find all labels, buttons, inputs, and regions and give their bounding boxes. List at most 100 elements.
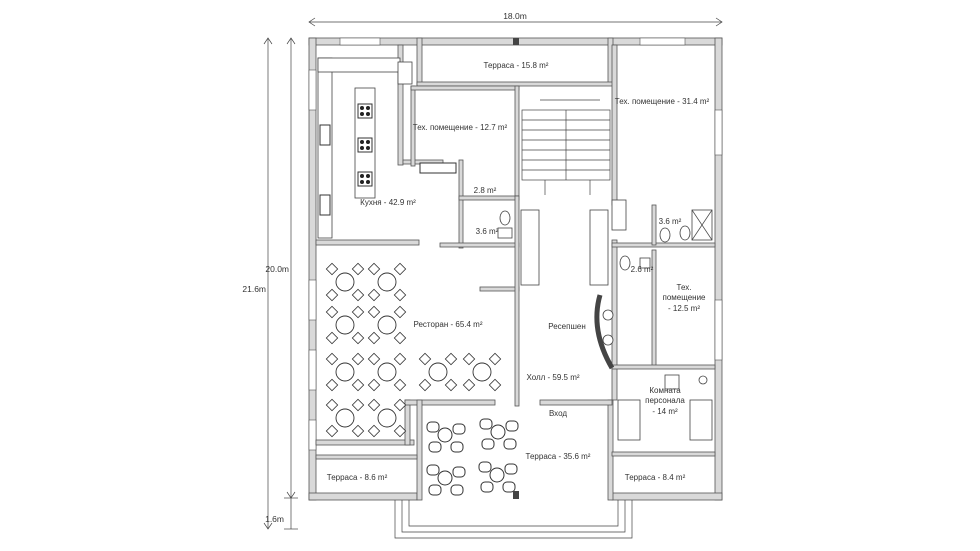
chair-icon [393, 305, 407, 319]
dimension-top: 18.0m [308, 11, 723, 27]
toilet-icon [619, 255, 631, 271]
reception-desk [520, 199, 627, 370]
chair-icon [444, 378, 458, 392]
sink-icon [419, 162, 457, 174]
chair-icon [444, 352, 458, 366]
chair-icon [393, 331, 407, 345]
label-reception: Ресепшен [548, 322, 586, 331]
chair-icon [351, 424, 365, 438]
chair-icon [488, 352, 502, 366]
chair-icon [393, 262, 407, 276]
interior-walls [315, 37, 716, 501]
chair-icon [418, 378, 432, 392]
label-entrance: Вход [549, 409, 567, 418]
dimension-left-inner: 20.0m 1.6m [265, 37, 298, 530]
label-hall: Холл - 59.5 m² [526, 373, 579, 382]
dining-table [367, 305, 407, 345]
chair-icon [488, 378, 502, 392]
chair-icon [351, 398, 365, 412]
room-labels: Терраса - 15.8 m² Тех. помещение - 12.7 … [327, 61, 710, 482]
chair-icon [325, 378, 339, 392]
sink-icon [319, 194, 331, 216]
stove-icon [357, 171, 373, 187]
dining-table [325, 352, 365, 392]
chair-icon [393, 424, 407, 438]
chair-icon [351, 331, 365, 345]
chair-icon [367, 398, 381, 412]
dim-height-inner-label: 20.0m [265, 264, 289, 274]
chair-icon [351, 288, 365, 302]
dining-table [462, 352, 502, 392]
label-terrace-bl: Терраса - 8.6 m² [327, 473, 388, 482]
sanitary-fixtures [497, 209, 713, 271]
toilet-icon [679, 225, 691, 241]
restaurant-tables [325, 262, 502, 438]
kitchen-equipment [317, 57, 457, 239]
chair-icon [367, 262, 381, 276]
chair-icon [351, 352, 365, 366]
chair-icon [325, 352, 339, 366]
chair-icon [325, 262, 339, 276]
armchair-icon [428, 441, 442, 453]
dim-height-outer-label: 21.6m [242, 284, 266, 294]
lounge-table [426, 421, 466, 453]
chair-icon [462, 352, 476, 366]
stove-icon [357, 103, 373, 119]
dim-porch-label: 1.6m [265, 514, 284, 524]
label-staff-line2: персонала [645, 396, 685, 405]
staircase [521, 99, 611, 195]
label-terrace-top: Терраса - 15.8 m² [484, 61, 549, 70]
label-terrace-br: Терраса - 8.4 m² [625, 473, 686, 482]
chair-icon [367, 378, 381, 392]
chair-icon [367, 305, 381, 319]
armchair-icon [450, 484, 464, 496]
armchair-icon [502, 481, 516, 493]
armchair-icon [479, 418, 493, 430]
chair-icon [367, 331, 381, 345]
chair-icon [393, 352, 407, 366]
label-staff-line3: - 14 m² [652, 407, 678, 416]
label-restaurant: Ресторан - 65.4 m² [413, 320, 482, 329]
lounge-table [479, 418, 519, 450]
lounge-table [426, 464, 466, 496]
armchair-icon [450, 441, 464, 453]
chair-icon [325, 331, 339, 345]
chair-icon [325, 305, 339, 319]
dining-table [325, 305, 365, 345]
chair-icon [367, 288, 381, 302]
chair-icon [602, 334, 614, 346]
chair-icon [393, 378, 407, 392]
dining-table [367, 352, 407, 392]
label-tech-room-1: Тех. помещение - 12.7 m² [413, 123, 508, 132]
toilet-icon [499, 210, 511, 226]
sink-icon [497, 227, 513, 239]
armchair-icon [426, 464, 440, 476]
toilet-icon [659, 227, 671, 243]
armchair-icon [503, 438, 517, 450]
dining-table [367, 398, 407, 438]
label-kitchen: Кухня - 42.9 m² [360, 198, 416, 207]
label-wc-mid: 2.6 m² [631, 265, 654, 274]
label-tech-room-3-line2: помещение [662, 293, 706, 302]
label-tech-room-2: Тех. помещение - 31.4 m² [615, 97, 710, 106]
chair-icon [325, 424, 339, 438]
armchair-icon [478, 461, 492, 473]
porch-steps [394, 491, 633, 539]
chair-icon [462, 378, 476, 392]
dining-table [367, 262, 407, 302]
dimension-left-outer: 21.6m [242, 37, 273, 530]
chair-icon [418, 352, 432, 366]
chair-icon [351, 378, 365, 392]
terrace-lounge-chairs [426, 418, 519, 496]
armchair-icon [452, 423, 466, 435]
armchair-icon [505, 420, 519, 432]
staff-beds [617, 374, 713, 441]
chair-icon [367, 352, 381, 366]
lounge-table [478, 461, 518, 493]
armchair-icon [504, 463, 518, 475]
chair-icon [325, 288, 339, 302]
label-staff-line1: Комната [649, 386, 681, 395]
label-tech-room-3-line1: Тех. [677, 283, 692, 292]
armchair-icon [428, 484, 442, 496]
